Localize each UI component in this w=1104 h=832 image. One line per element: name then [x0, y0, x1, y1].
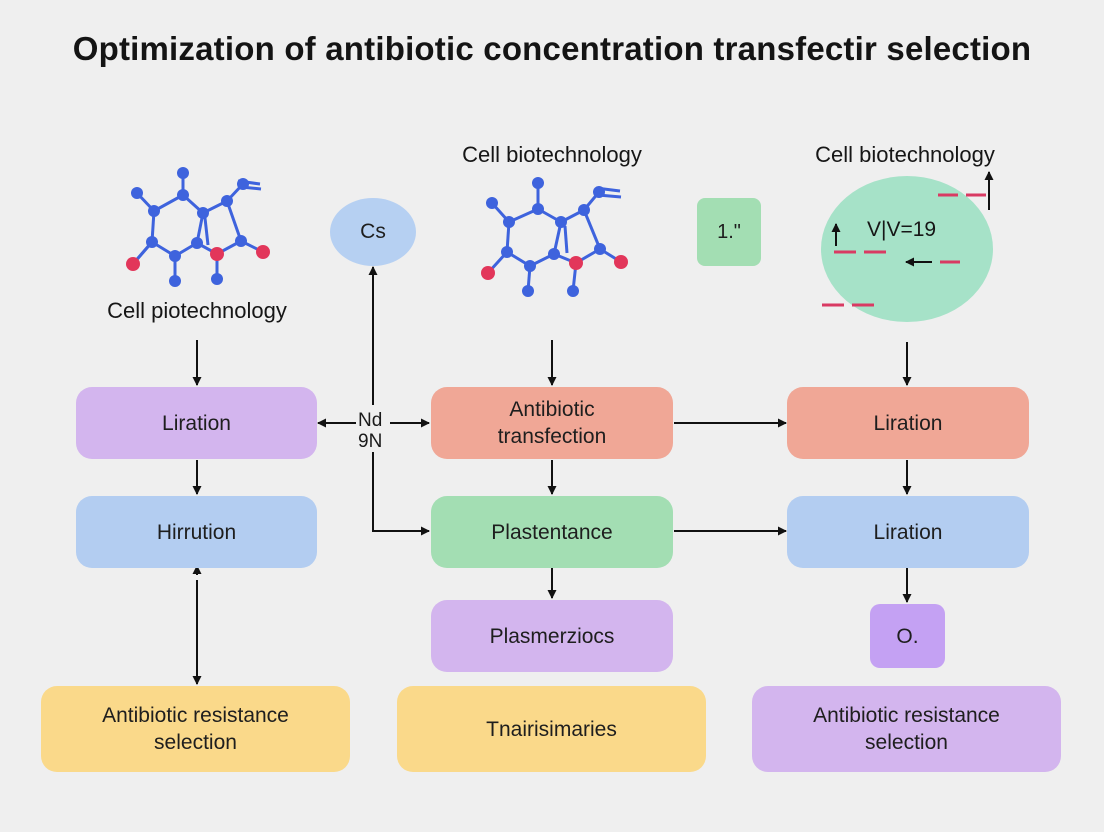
node-mid-plasmerziocs: Plasmerziocs	[431, 600, 673, 672]
concentration-circle	[821, 176, 993, 322]
node-mid-tnairisimaries: Tnairisimaries	[397, 686, 706, 772]
node-right-liration-1: Liration	[787, 387, 1029, 459]
node-left-antibiotic-resistance: Antibiotic resistance selection	[41, 686, 350, 772]
node-mid-antibiotic-transfection: Antibiotic transfection	[431, 387, 673, 459]
middle-column-label: Cell biotechnology	[462, 142, 642, 167]
cs-bubble: Cs	[330, 198, 416, 266]
diagram-title: Optimization of antibiotic concentration…	[72, 30, 1032, 67]
molecule-icon-left	[126, 167, 270, 287]
molecule-icon-middle	[481, 177, 628, 297]
node-right-antibiotic-resistance: Antibiotic resistance selection	[752, 686, 1061, 772]
circle-ratio-text: V|V=19	[867, 218, 937, 241]
value-tag: 1."	[697, 198, 761, 266]
connector-label: Nd 9N	[358, 410, 383, 452]
right-column-label: Cell biotechnology	[815, 142, 995, 167]
node-left-liration: Liration	[76, 387, 317, 459]
node-right-liration-2: Liration	[787, 496, 1029, 568]
node-right-o: O.	[870, 604, 945, 668]
node-mid-plastentance: Plastentance	[431, 496, 673, 568]
left-column-label: Cell piotechnology	[107, 298, 287, 323]
node-left-hirrution: Hirrution	[76, 496, 317, 568]
